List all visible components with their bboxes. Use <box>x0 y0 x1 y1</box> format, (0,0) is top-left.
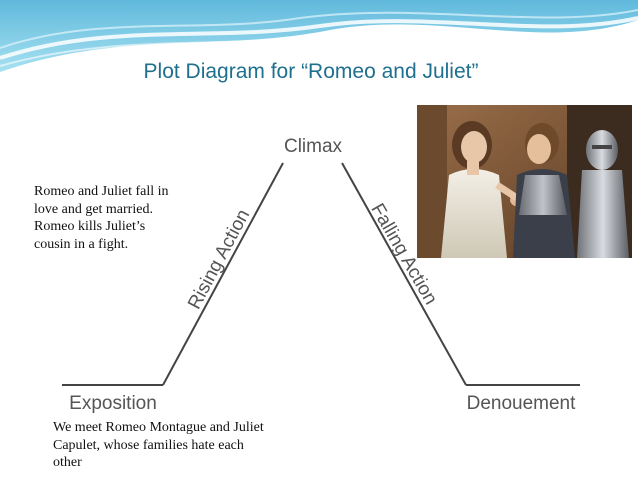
rising-action-line <box>162 162 284 386</box>
climax-label: Climax <box>284 136 343 157</box>
falling-action-line <box>341 162 467 386</box>
climax-summary-note: Romeo and Juliet fall in love and get ma… <box>34 184 169 252</box>
exposition-summary-note: We meet Romeo Montague and Juliet Capule… <box>53 420 264 470</box>
rising-action-label: Rising Action <box>184 206 254 313</box>
romeo-juliet-photo <box>417 105 632 258</box>
slide-title: Plot Diagram for “Romeo and Juliet” <box>143 60 479 83</box>
exposition-label: Exposition <box>69 393 157 414</box>
denouement-label: Denouement <box>467 393 577 414</box>
wave-banner <box>0 0 638 72</box>
